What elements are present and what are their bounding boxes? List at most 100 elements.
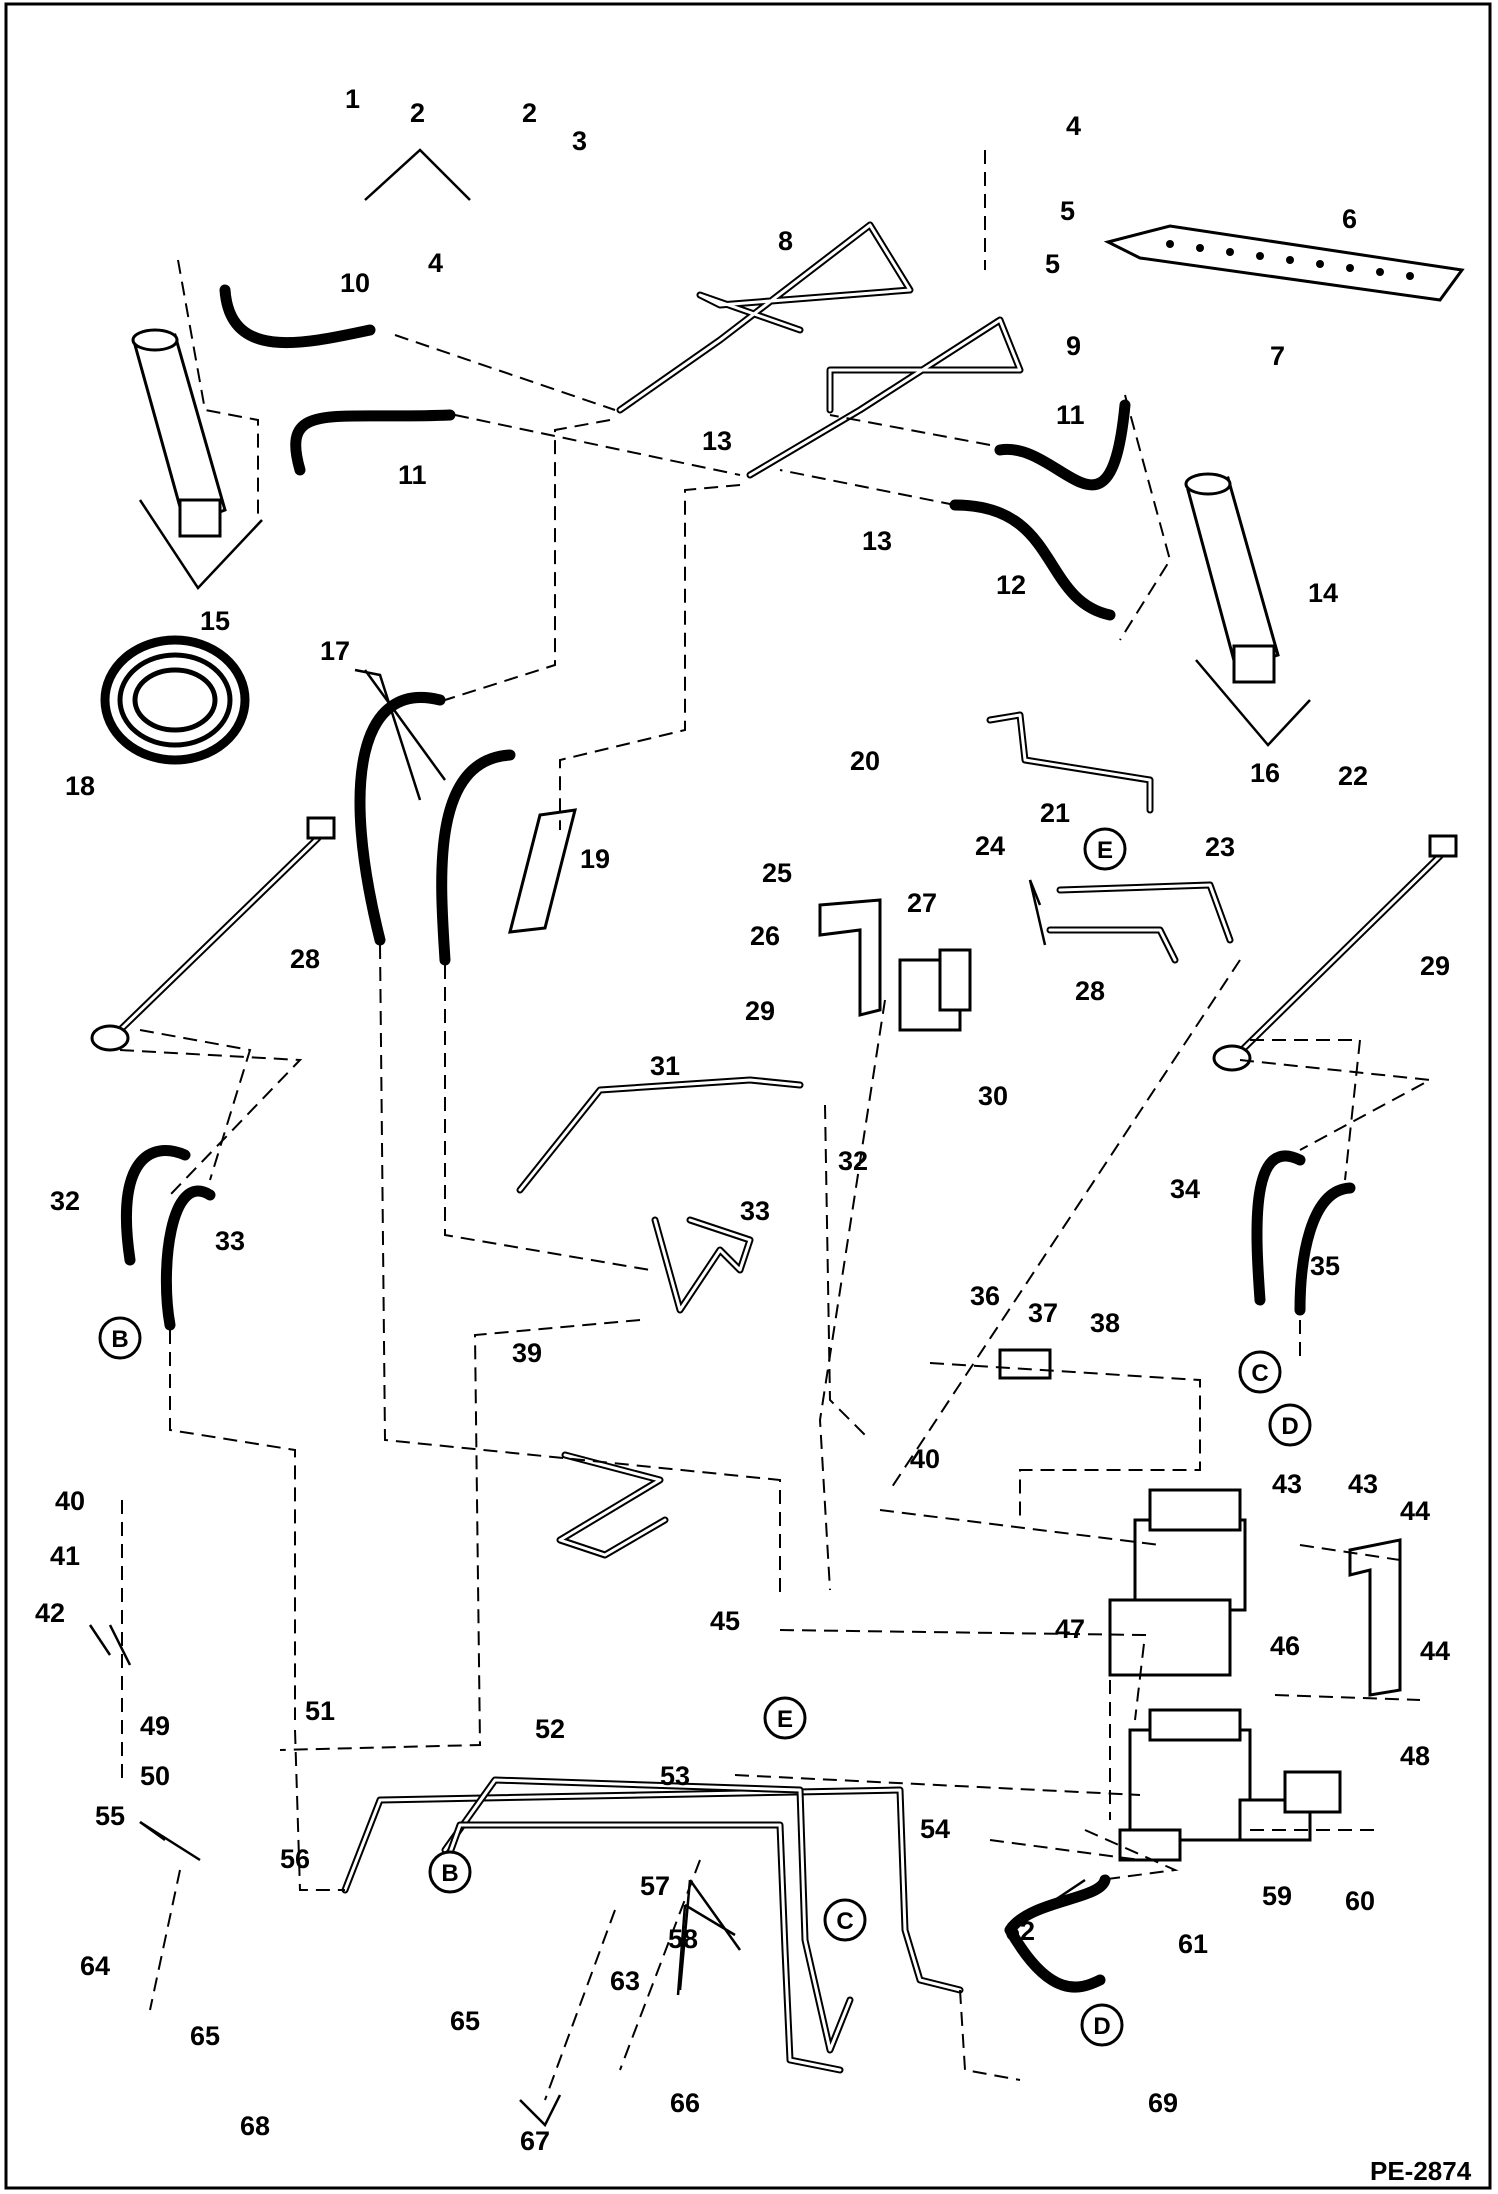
callout-10: 3	[572, 126, 587, 156]
callout-43: 22	[1338, 761, 1368, 791]
lift-cylinder-right	[1184, 472, 1280, 684]
callout-60: 59	[1262, 1881, 1292, 1911]
callout-65b: 11	[1056, 400, 1085, 430]
hose-5-right	[949, 499, 1116, 621]
svg-text:D: D	[1093, 2013, 1110, 2040]
hose-69	[1251, 1150, 1306, 1306]
callout-12: 2	[410, 98, 425, 128]
callout-28: 41	[50, 1541, 80, 1571]
callout-30: 44	[1420, 1636, 1450, 1666]
callout-3: 7	[1270, 341, 1285, 371]
callout-29b: 67	[520, 2126, 550, 2156]
callout-43b: 68	[240, 2111, 270, 2141]
svg-text:C: C	[836, 1908, 853, 1935]
tube-23-b-inner	[443, 1778, 852, 2052]
hose-65-left	[219, 284, 376, 349]
part-callouts: 1 2 2 3 4 4 5 5 6 7 8 9 10 11 11 12 13 1…	[35, 84, 1450, 2156]
callout-67: 54	[920, 1814, 950, 1844]
marker-B-lower	[428, 1850, 472, 1894]
callout-34: 32	[50, 1186, 80, 1216]
callout-28b: 49	[140, 1711, 170, 1741]
callout-36: 38	[1090, 1308, 1120, 1338]
callout-9: 5	[1045, 249, 1060, 279]
tilt-cylinder-left	[90, 816, 336, 1052]
marker-C-right	[1238, 1350, 1282, 1394]
callout-33b: 46	[1270, 1631, 1300, 1661]
callout-38: 43	[1348, 1469, 1378, 1499]
tube-26	[556, 1451, 669, 1559]
callout-44b: 16	[1250, 758, 1280, 788]
callout-54: 20	[850, 746, 880, 776]
svg-text:C: C	[1251, 1360, 1268, 1387]
hose-17-b	[436, 749, 516, 966]
callout-51: 28	[1075, 976, 1105, 1006]
callout-42: 40	[55, 1486, 85, 1516]
callout-5: 11	[398, 460, 427, 490]
callout-2b: 29	[1420, 951, 1450, 981]
callout-55: 32	[838, 1146, 868, 1176]
callout-13b: 66	[670, 2088, 700, 2118]
callout-61: 60	[1345, 1886, 1375, 1916]
svg-text:E: E	[777, 1706, 793, 1733]
hose-7	[160, 1185, 216, 1331]
drawing-reference: PE-2874	[1370, 2156, 1472, 2186]
hose-sleeve	[508, 808, 578, 934]
callout-56: 27	[907, 888, 937, 918]
valve-bracket	[818, 898, 882, 1017]
selector-valve	[898, 948, 972, 1032]
callout-40b: 48	[1400, 1741, 1430, 1771]
callout-2: 28	[290, 944, 320, 974]
callout-52: 24	[975, 831, 1005, 861]
tube-49-inner	[988, 713, 1152, 812]
callout-25: 31	[650, 1051, 680, 1081]
control-valve-upper	[1108, 1488, 1247, 1677]
callout-17: 17	[320, 636, 350, 666]
diagram-frame	[4, 2, 1492, 2190]
callout-22: 45	[710, 1606, 740, 1636]
tube-49	[986, 711, 1154, 814]
hose-65-right	[994, 399, 1131, 491]
hose-41	[1004, 1874, 1111, 1993]
callout-20: 56	[280, 1844, 310, 1874]
tube-51	[1046, 926, 1179, 964]
step-plate	[1103, 224, 1465, 302]
callout-4b: 25	[762, 858, 792, 888]
callout-45: 53	[660, 1761, 690, 1791]
callout-63: 37	[1028, 1298, 1058, 1328]
callout-57: 30	[978, 1081, 1008, 1111]
marker-E-lower	[763, 1696, 807, 1740]
svg-text:B: B	[111, 1326, 128, 1353]
callout-4: 6	[1342, 204, 1357, 234]
tube-15-inner	[618, 223, 912, 412]
tube-27-inner	[653, 1218, 752, 1312]
callout-47: 69	[1148, 2088, 1178, 2118]
callout-7: 33	[215, 1226, 245, 1256]
callout-23: 52	[535, 1714, 565, 1744]
tube-20-23-inner	[343, 1788, 962, 1992]
svg-text:E: E	[1097, 837, 1113, 864]
callout-24: 40	[910, 1444, 940, 1474]
callout-49: 21	[1040, 798, 1070, 828]
adapter-block	[1238, 1770, 1342, 1842]
callout-13: 5	[1060, 196, 1075, 226]
callout-65: 10	[340, 268, 370, 298]
callout-1: 14	[1308, 578, 1338, 608]
coiled-hose	[100, 635, 250, 765]
callout-50: 23	[1205, 832, 1235, 862]
callout-14: 1	[345, 84, 360, 114]
marker-B-left	[98, 1316, 142, 1360]
connection-markers: E B C D E B C D	[98, 827, 1312, 2047]
callout-26: 39	[512, 1338, 542, 1368]
control-valve-lower	[1118, 1708, 1252, 1862]
tube-50-inner	[1058, 883, 1232, 942]
callout-11: 4	[428, 248, 443, 278]
assembly-lines	[119, 150, 1434, 2101]
callout-19: 63	[610, 1966, 640, 1996]
tube-26-inner	[558, 1453, 667, 1557]
callout-16: 9	[1066, 331, 1081, 361]
coupler	[998, 1348, 1052, 1380]
callout-68: 35	[1310, 1251, 1340, 1281]
marker-C-lower	[823, 1898, 867, 1942]
callout-64: 36	[970, 1281, 1000, 1311]
